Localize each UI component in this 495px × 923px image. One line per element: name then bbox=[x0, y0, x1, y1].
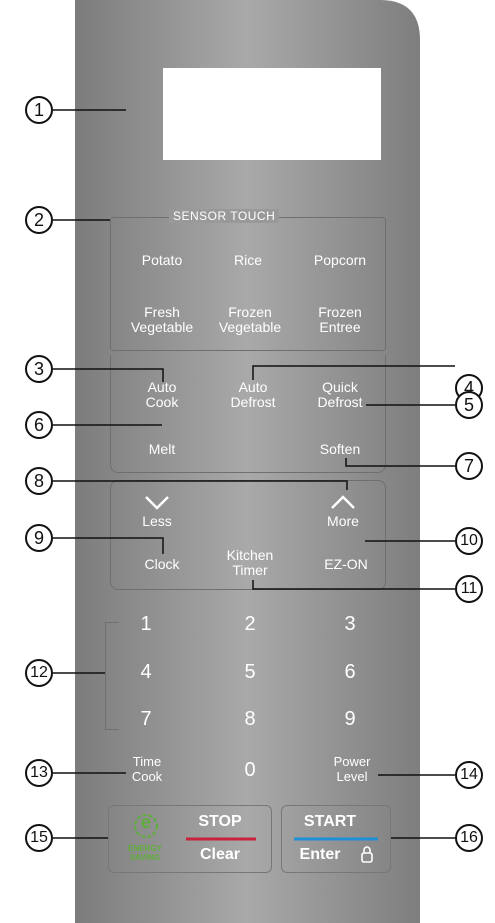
energy-saving-label: ENERGY SAVING bbox=[128, 844, 162, 862]
leader-9 bbox=[53, 537, 164, 554]
key-9[interactable]: 9 bbox=[344, 708, 356, 730]
lock-icon bbox=[361, 846, 373, 863]
start-label: START bbox=[303, 813, 357, 830]
key-7[interactable]: 7 bbox=[140, 708, 152, 730]
callout-9: 9 bbox=[25, 524, 53, 552]
callout-13: 13 bbox=[25, 759, 53, 787]
cook-group-frame bbox=[110, 355, 386, 473]
callout-11: 11 bbox=[455, 575, 483, 603]
callout-12: 12 bbox=[25, 659, 53, 687]
leader-11 bbox=[252, 580, 455, 590]
stop-clear-button[interactable] bbox=[108, 805, 272, 873]
callout-6: 6 bbox=[25, 411, 53, 439]
start-enter-button[interactable] bbox=[281, 805, 391, 873]
control-panel-background bbox=[75, 0, 420, 923]
fresh-vegetable-button[interactable]: Fresh Vegetable bbox=[130, 304, 194, 335]
sensor-touch-title: SENSOR TOUCH bbox=[169, 209, 280, 223]
popcorn-button[interactable]: Popcorn bbox=[313, 252, 367, 268]
frozen-entree-button[interactable]: Frozen Entree bbox=[318, 304, 362, 335]
callout-7: 7 bbox=[455, 452, 483, 480]
key-5[interactable]: 5 bbox=[244, 661, 256, 683]
leader-4 bbox=[252, 365, 455, 380]
callout-2: 2 bbox=[25, 206, 53, 234]
more-arrow-icon bbox=[331, 495, 355, 509]
eco-leaf-icon bbox=[134, 814, 158, 838]
callout-3: 3 bbox=[25, 355, 53, 383]
key-4[interactable]: 4 bbox=[140, 661, 152, 683]
eco-letter: e bbox=[140, 812, 152, 832]
leader-3 bbox=[53, 368, 164, 382]
callout-1: 1 bbox=[25, 96, 53, 124]
kitchen-timer-button[interactable]: Kitchen Timer bbox=[226, 547, 274, 578]
potato-button[interactable]: Potato bbox=[141, 252, 183, 268]
callout-8: 8 bbox=[25, 467, 53, 495]
stop-label: STOP bbox=[198, 813, 242, 830]
key-8[interactable]: 8 bbox=[244, 708, 256, 730]
callout-14: 14 bbox=[455, 761, 483, 789]
melt-button[interactable]: Melt bbox=[148, 441, 176, 457]
auto-defrost-button[interactable]: Auto Defrost bbox=[230, 379, 276, 410]
power-level-button[interactable]: Power Level bbox=[333, 754, 371, 784]
soften-button[interactable]: Soften bbox=[319, 441, 361, 457]
callout-16: 16 bbox=[455, 824, 483, 852]
key-3[interactable]: 3 bbox=[344, 613, 356, 635]
callout-5: 5 bbox=[455, 391, 483, 419]
enter-label: Enter bbox=[299, 846, 341, 863]
keypad-bracket bbox=[105, 622, 119, 730]
key-2[interactable]: 2 bbox=[244, 613, 256, 635]
callout-10: 10 bbox=[455, 527, 483, 555]
leader-8 bbox=[53, 480, 348, 490]
quick-defrost-button[interactable]: Quick Defrost bbox=[317, 379, 363, 410]
ez-on-button[interactable]: EZ-ON bbox=[324, 556, 368, 572]
frozen-vegetable-button[interactable]: Frozen Vegetable bbox=[218, 304, 282, 335]
leader-7 bbox=[345, 458, 455, 467]
auto-cook-button[interactable]: Auto Cook bbox=[145, 379, 179, 410]
display-window bbox=[163, 68, 381, 160]
clock-button[interactable]: Clock bbox=[144, 556, 180, 572]
callout-15: 15 bbox=[25, 824, 53, 852]
key-1[interactable]: 1 bbox=[140, 613, 152, 635]
key-0[interactable]: 0 bbox=[244, 759, 256, 781]
clear-label: Clear bbox=[199, 846, 241, 863]
less-arrow-icon bbox=[145, 496, 169, 510]
more-button[interactable]: More bbox=[327, 513, 359, 529]
rice-button[interactable]: Rice bbox=[233, 252, 263, 268]
less-button[interactable]: Less bbox=[142, 513, 172, 529]
time-cook-button[interactable]: Time Cook bbox=[131, 754, 163, 784]
key-6[interactable]: 6 bbox=[344, 661, 356, 683]
